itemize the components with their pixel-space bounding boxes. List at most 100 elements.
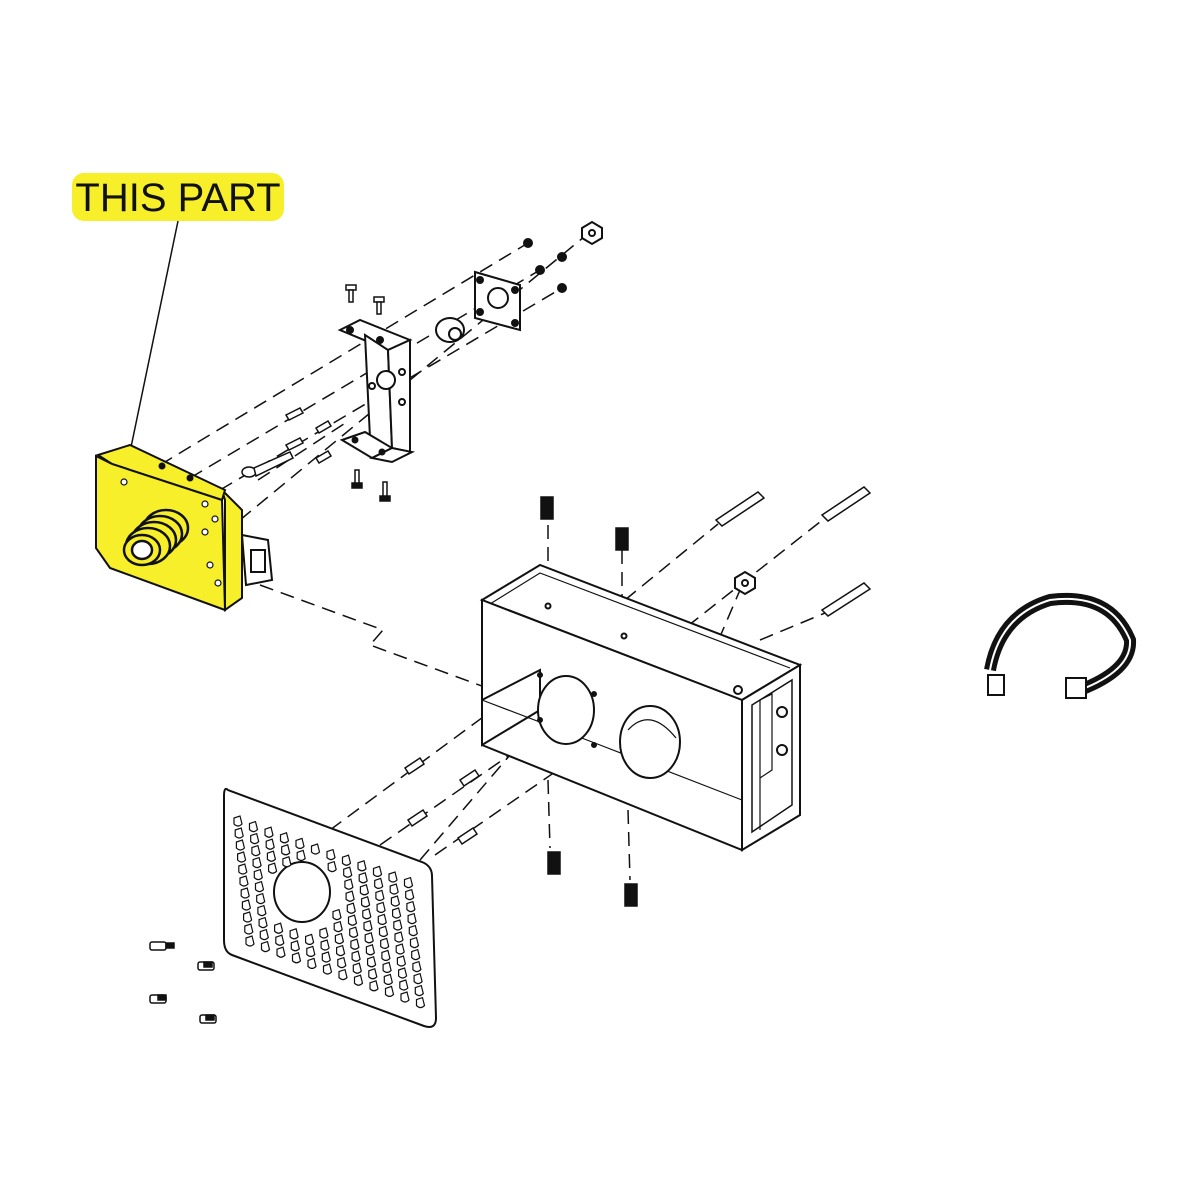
vent-slot: [368, 968, 378, 980]
vent-slot: [396, 955, 407, 967]
vent-slot: [338, 968, 348, 981]
vent-slot: [243, 911, 253, 923]
grille-pins: [403, 756, 481, 846]
vent-slot: [389, 883, 399, 895]
vent-slot: [333, 920, 343, 933]
vent-slot: [350, 938, 360, 950]
vent-slot: [296, 849, 306, 861]
vent-slot: [337, 956, 347, 969]
housing-nut: [734, 570, 756, 596]
vent-slot: [352, 962, 362, 974]
vent-slot: [357, 860, 367, 872]
bracket-pins: [241, 407, 333, 478]
vent-slot: [375, 889, 385, 901]
vent-slot: [252, 856, 262, 869]
vent-slot: [251, 844, 261, 857]
vent-slot: [326, 848, 336, 861]
vent-slot: [291, 952, 302, 964]
small-balls: [523, 238, 567, 293]
vent-slot: [259, 928, 269, 941]
dowel-pins: [714, 486, 872, 617]
vent-slot: [376, 901, 386, 913]
vent-slot: [295, 837, 305, 849]
vent-slot: [264, 826, 274, 838]
vent-slot: [398, 967, 408, 979]
vent-slot: [393, 919, 403, 931]
vent-slot: [405, 888, 415, 901]
callout-highlight: [72, 173, 284, 221]
vent-slot: [392, 907, 402, 919]
vent-slot: [415, 996, 426, 1009]
threaded-bushing: [122, 508, 190, 567]
vent-slot: [364, 932, 374, 944]
vent-slot: [310, 843, 321, 855]
vent-slot: [343, 866, 353, 878]
vent-slot: [346, 902, 356, 914]
vent-slot: [248, 820, 259, 833]
vent-slot: [268, 862, 278, 874]
vent-slot: [233, 815, 243, 827]
housing-hole-left: [537, 675, 595, 745]
callout-label: THIS PART: [75, 176, 280, 220]
vent-slot: [341, 854, 352, 866]
vent-slot: [347, 914, 358, 926]
vent-slot: [409, 936, 420, 949]
vent-slot: [257, 904, 267, 917]
vent-slot: [234, 827, 244, 839]
vent-slot: [239, 875, 249, 887]
vent-slot: [351, 950, 361, 962]
plate-side: [221, 489, 243, 612]
vent-slot: [290, 940, 300, 952]
vent-slot: [281, 844, 291, 856]
washer: [435, 317, 465, 343]
vent-slot: [365, 944, 376, 956]
vent-slot: [407, 912, 417, 925]
vent-slot: [349, 926, 359, 938]
callout-leader-line: [129, 220, 179, 453]
vent-slot: [305, 933, 315, 945]
vent-slot: [265, 838, 275, 850]
vent-slot: [388, 871, 398, 883]
vent-slot: [276, 946, 286, 958]
vent-slot: [390, 895, 401, 907]
vent-slot: [238, 863, 248, 875]
vent-slot: [336, 944, 346, 957]
vent-slot: [241, 899, 252, 911]
vent-slot: [359, 884, 370, 896]
vent-slot: [320, 939, 330, 951]
vent-slot: [362, 908, 372, 920]
vent-slot: [363, 920, 373, 932]
housing-hole-right: [619, 705, 681, 779]
square-connector-block: [240, 533, 274, 587]
set-screws-top: [540, 496, 638, 907]
grille-vents: [233, 815, 426, 1009]
grille-center-hole: [273, 861, 331, 923]
vent-slot: [306, 945, 316, 957]
plate-holes: [120, 478, 222, 587]
vent-slot: [367, 956, 377, 968]
vent-slot: [378, 925, 389, 937]
vent-slot: [245, 935, 255, 947]
vent-slot: [254, 880, 265, 893]
angle-bracket: [337, 318, 416, 464]
vent-slot: [395, 943, 405, 955]
vent-slot: [384, 985, 395, 997]
vent-slot: [334, 932, 345, 945]
vent-slot: [369, 980, 379, 992]
vent-slot: [381, 949, 391, 961]
vent-slot: [240, 887, 250, 899]
vent-slot: [244, 923, 254, 935]
vent-slot: [358, 872, 368, 884]
vent-slot: [258, 916, 268, 929]
vent-slot: [406, 900, 416, 913]
vent-slot: [235, 839, 246, 851]
vent-slot: [408, 924, 418, 937]
vent-slot: [282, 856, 292, 868]
vent-slot: [279, 832, 290, 844]
vent-slot: [319, 927, 329, 939]
vent-slot: [275, 934, 285, 946]
housing-box: [479, 563, 803, 852]
vent-slot: [380, 937, 390, 949]
ribbon-connector-right: [1065, 677, 1087, 699]
